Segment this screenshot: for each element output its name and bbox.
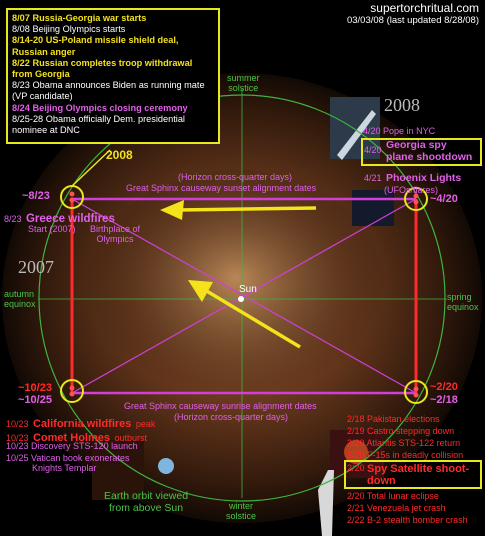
february-event: 2/22 B-2 stealth bomber crash [347,515,468,525]
sun-dot [238,296,244,302]
date-lower-right-2: ~2/18 [430,394,458,406]
october-event-4: 10/25 Vatican book exonerates Knights Te… [6,453,130,473]
horizon-top-label: (Horizon cross-quarter days) [178,172,293,182]
timeline-item: 8/25-28 Obama officially Dem. presidenti… [12,113,185,136]
greece-wildfires: 8/23 Greece wildfires [4,213,115,225]
sun-label: Sun [239,284,257,295]
arrow-top-shaft [177,206,317,212]
dates-line: 03/03/08 (last updated 8/28/08) [346,15,479,26]
arrow-diag-shaft [204,288,301,349]
october-event-2: 10/23 Comet Holmes outburst [6,432,147,444]
year-top-right: 2008 [384,95,420,115]
comet-icon [158,458,174,474]
site-name[interactable]: supertorchritual.com [370,1,479,15]
february-event: 2/19 Castro stepping down [347,426,455,436]
timeline-item: 8/08 Beijing Olympics starts [12,24,126,35]
april-event-2: 4/20 Georgia spy plane shootdown [364,139,473,163]
october-event-1: 10/23 California wildfires peak [6,418,156,430]
date-lower-left-2: ~10/25 [18,394,52,406]
year-left: 2007 [18,257,54,277]
february-event: 2/20 Atlantis STS-122 return [347,438,461,448]
jet-photo [337,110,376,160]
date-upper-right: ~4/20 [430,193,458,205]
arrow-diag-head [188,280,213,302]
year-top-left: 2008 [106,148,133,162]
date-lower-right-1: ~2/20 [430,381,458,393]
february-event: 2/20 Spy Satellite shoot-down [347,463,470,487]
october-event-3: 10/23 Discovery STS-120 launch [6,441,138,451]
february-event: 2/21 Venezuela jet crash [347,503,446,513]
february-event: 2/20 F-15s in deadly collision [347,450,464,460]
eclipse-moon [344,440,368,464]
april-event-1: 4/20 Pope in NYC [363,126,436,136]
corner-ll [60,379,84,403]
corner-lr [404,380,428,404]
sphinx-sunset-label: Great Sphinx causeway sunset alignment d… [126,183,317,193]
olympics-start-1: Start (2007) [28,224,76,234]
sphinx-sunrise-label: Great Sphinx causeway sunrise alignment … [124,401,317,411]
date-lower-left-1: ~10/23 [18,382,52,394]
february-event: 2/20 Total lunar eclipse [347,491,439,501]
timeline-item: 8/22 Russian completes troop withdrawal … [12,57,193,80]
spy-satellite-highlight-box [344,460,482,489]
shuttle-photo [318,470,334,536]
corner-ur [404,187,428,211]
april-event-3: 4/21 Phoenix Lights (UFOs/flares) [364,172,462,195]
timeline-item: 8/23 Obama announces Biden as running ma… [12,80,205,102]
arrow-top-head [160,200,184,220]
date-upper-left: ~8/23 [22,190,50,202]
timeline-item: 8/14-20 US-Poland missile shield deal, R… [12,35,179,57]
nebula-highlight [86,170,386,410]
diagonal-2 [71,198,417,394]
timeline-item: 8/24 Beijing Olympics closing ceremony [12,102,188,113]
timeline-item: 8/07 Russia-Georgia war starts [12,13,147,23]
horizon-bottom-label: (Horizon cross-quarter days) [174,412,289,422]
wildfire-photo [92,440,144,500]
ul-connector [71,149,111,187]
april-highlight-box [361,138,482,166]
pope-photo [330,97,380,159]
phoenix-photo [352,190,394,226]
february-event: 2/18 Pakistan elections [347,414,440,424]
